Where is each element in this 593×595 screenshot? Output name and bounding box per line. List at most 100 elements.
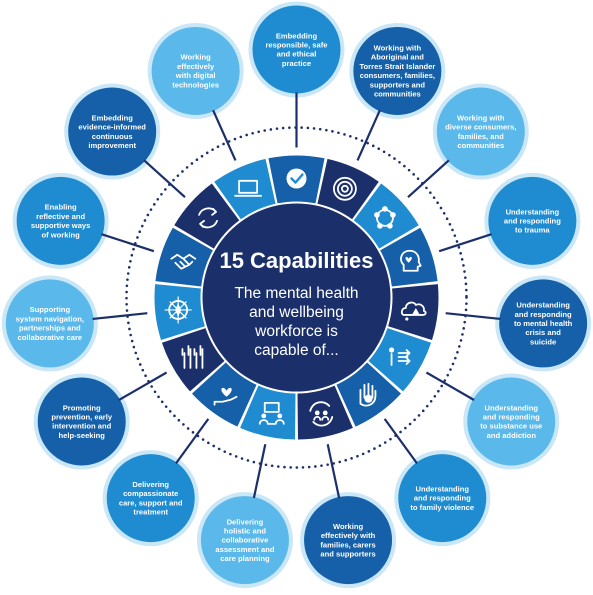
connector-line [143, 159, 186, 198]
capability-circle [151, 26, 240, 115]
capability-label-line: intervention and [52, 422, 111, 431]
capability-circle [16, 176, 105, 265]
capability-label-line: prevention, early [51, 413, 113, 422]
connector-line [118, 371, 168, 401]
capability-label-line: and responding [483, 413, 540, 422]
capability-label-line: assessment and [215, 545, 274, 554]
capability-label-line: improvement [88, 141, 136, 150]
connector-line [212, 109, 237, 161]
capability-label-line: Working [181, 53, 212, 62]
connector-line [175, 418, 210, 464]
capability-label-line: Understanding [484, 403, 538, 412]
capability-label-line: families, and [458, 132, 504, 141]
capability-label-line: Embedding [276, 31, 318, 40]
head-heart-icon [400, 249, 422, 272]
capability-label-line: Understanding [506, 207, 560, 216]
capability-label-line: Promoting [63, 403, 101, 412]
capability-label-line: Understanding [415, 485, 469, 494]
person-arrows-icon [388, 347, 411, 366]
capability-label-line: consumers, families, [360, 71, 435, 80]
icon-segment [174, 183, 240, 249]
capability-label-line: supportive ways [31, 221, 91, 230]
connector-line [101, 233, 155, 253]
capability-label-line: holistic and [224, 526, 267, 535]
capability-label-line: Enabling [45, 203, 77, 212]
capability-circle [488, 176, 577, 265]
center-title: 15 Capabilities [219, 248, 373, 273]
capability-circle [200, 496, 289, 585]
capability-label-line: reflective and [36, 212, 85, 221]
capability-label-line: and supporters [320, 549, 375, 558]
connector-line [356, 109, 381, 161]
capability-label-line: and ethical [277, 50, 317, 59]
capability-label-line: and responding [414, 494, 471, 503]
compass-icon [164, 296, 192, 324]
capability-label-line: effectively [177, 62, 215, 71]
cycle-arrows-icon [198, 207, 218, 229]
capability-label-line: suicide [530, 337, 556, 346]
connector-line [445, 312, 501, 321]
capability-label-line: Embedding [92, 113, 134, 122]
capability-label-line: Delivering [132, 480, 169, 489]
dotted-ring [125, 126, 468, 469]
capability-circle [499, 279, 588, 368]
capability-label-line: to substance use [480, 422, 542, 431]
capability-label-line: care, support and [119, 498, 183, 507]
capability-label-line: responsible, safe [265, 41, 327, 50]
capability-label-line: care planning [220, 554, 270, 563]
capability-label-line: Aboriginal and [371, 53, 425, 62]
capability-label-line: partnerships and [19, 324, 81, 333]
capability-circle [106, 454, 195, 543]
capability-circle [252, 5, 341, 94]
capability-label-line: supporters and [370, 80, 426, 89]
capability-label-line: communities [457, 141, 504, 150]
handshake-icon [170, 253, 197, 270]
check-icon [286, 168, 307, 189]
capability-label-line: and responding [515, 310, 572, 319]
capability-label-line: Working with [457, 113, 505, 122]
capability-circle [37, 377, 126, 466]
capability-label-line: and responding [504, 216, 561, 225]
capability-evidence: Embeddingevidence-informedcontinuousimpr… [68, 87, 157, 176]
stop-hand-icon [359, 382, 377, 407]
icon-segment [214, 158, 276, 220]
hand-heart-icon [213, 387, 238, 406]
icon-segment [380, 227, 438, 287]
capability-label-line: to family violence [410, 503, 474, 512]
connector-line [425, 371, 475, 401]
center-subtitle-line-4: capable of... [254, 342, 338, 359]
connector-line [383, 418, 418, 464]
capability-label-line: continuous [92, 132, 133, 141]
capability-label-line: crisis and [525, 328, 561, 337]
connector-line [92, 312, 148, 321]
capability-label-line: and addiction [487, 431, 537, 440]
people-board-icon [258, 401, 285, 425]
capability-circle [436, 87, 525, 176]
group-cycle-icon [309, 401, 334, 427]
connector-line [326, 443, 341, 499]
capability-label-line: communities [374, 90, 421, 99]
warning-cloud-icon [400, 301, 427, 321]
capability-circle [304, 496, 393, 585]
capability-label-line: system navigation, [16, 314, 84, 323]
capability-label-line: compassionate [123, 489, 178, 498]
capability-label-line: effectively with [321, 531, 376, 540]
icon-segment [353, 183, 419, 249]
capability-label-line: Torres Strait Islander [359, 62, 435, 71]
icon-layer [164, 168, 427, 427]
capability-circle [5, 279, 94, 368]
capability-label-line: of working [41, 230, 80, 239]
capability-label-line: Delivering [227, 517, 264, 526]
connector-line [438, 233, 492, 253]
capability-circle [68, 87, 157, 176]
